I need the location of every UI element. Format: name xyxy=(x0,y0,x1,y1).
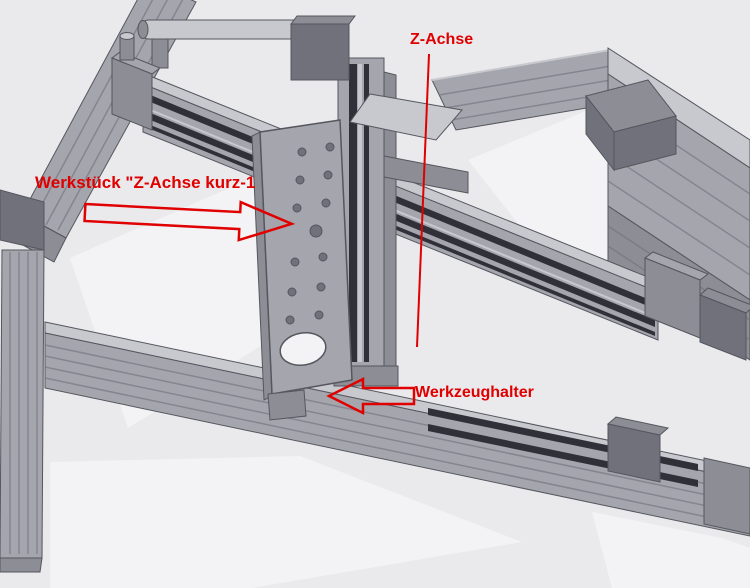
mount-plate-holes xyxy=(285,142,335,325)
gantry-end-post-cap xyxy=(119,32,135,40)
spindle-mount-hole xyxy=(279,331,327,367)
z-axis-ballscrew xyxy=(364,64,369,362)
z-axis-leader-line xyxy=(416,53,430,348)
tool-holder-foot xyxy=(267,389,307,421)
frame-front-rail xyxy=(44,321,750,537)
gantry-right-end-block xyxy=(643,251,750,361)
frame-left-post xyxy=(0,189,45,573)
z-axis-linear-rail xyxy=(349,64,357,362)
frame-left-post-slots xyxy=(9,252,38,554)
frame-back-rail-highlight xyxy=(431,49,611,81)
z-axis-arm xyxy=(383,155,469,194)
frame-right-rail-top xyxy=(607,47,750,169)
mount-plate-face xyxy=(259,119,353,395)
z-axis-top-bracket xyxy=(290,23,350,81)
gantry-end-cube-front xyxy=(699,294,747,361)
z-axis-column xyxy=(290,15,469,387)
support-rod-body xyxy=(139,19,311,40)
z-axis-mount-plate xyxy=(251,119,353,421)
gantry-left-end-block xyxy=(110,32,162,131)
front-rail-end-cap xyxy=(703,457,750,535)
workpiece-label: Werkstück "Z-Achse kurz-1 xyxy=(35,173,255,192)
z-axis-cover-plate xyxy=(349,93,463,141)
frame-left-post-foot xyxy=(0,557,43,573)
z-axis-rail-highlight xyxy=(358,64,362,362)
tool-holder-arrow xyxy=(326,376,416,416)
table-opening-front-right xyxy=(592,512,750,588)
workpiece-arrow xyxy=(83,200,296,242)
corner-bracket xyxy=(585,79,677,172)
carriage-block-front xyxy=(607,423,661,483)
support-rod xyxy=(137,19,311,69)
gantry-left-end-block-face xyxy=(111,57,153,131)
corner-bracket-side xyxy=(585,94,615,172)
z-axis-label: Z-Achse xyxy=(410,31,473,48)
tool-holder-label: Werkzeughalter xyxy=(415,384,534,401)
support-rod-end xyxy=(137,20,149,39)
table-opening-front xyxy=(50,456,522,588)
z-axis-top-bracket-top xyxy=(290,15,356,25)
gantry-beam-highlight xyxy=(147,108,656,318)
support-rod-bracket xyxy=(151,38,169,69)
annotations: Z-Achse Werkstück "Z-Achse kurz-1 Werkze… xyxy=(35,31,534,416)
